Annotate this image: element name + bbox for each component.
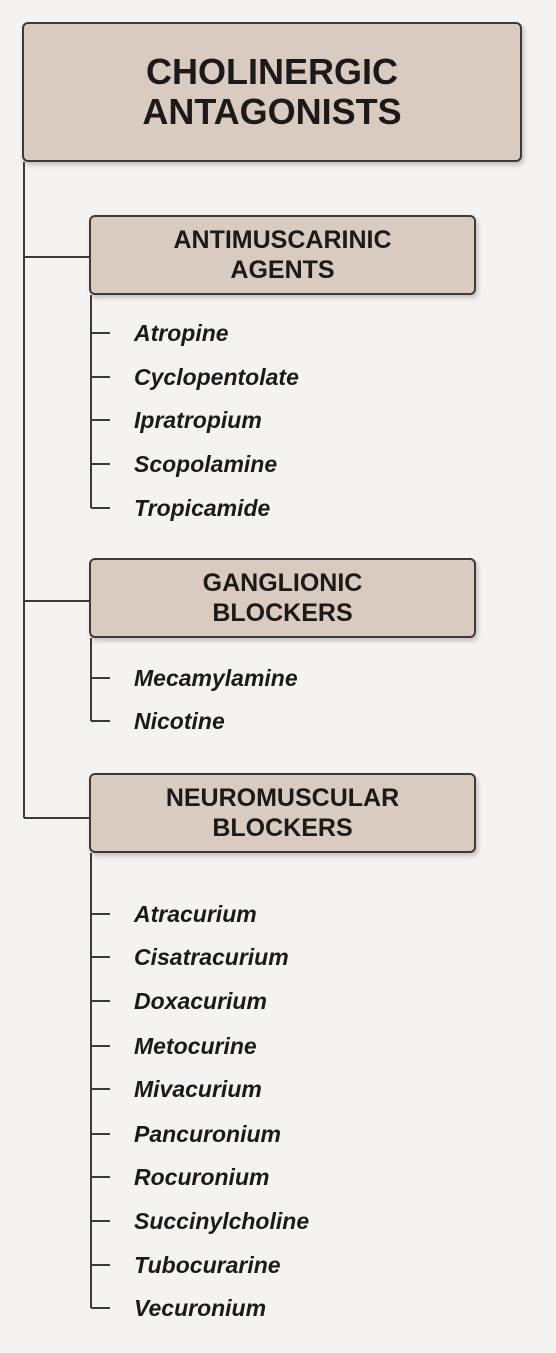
drug-item: Ipratropium xyxy=(134,407,262,433)
category-label-line-1: GANGLIONIC xyxy=(202,569,363,597)
category-box-neuromuscular: NEUROMUSCULAR BLOCKERS xyxy=(89,773,476,853)
category-label-line-1: NEUROMUSCULAR xyxy=(165,784,400,812)
drug-item: Cisatracurium xyxy=(134,944,289,970)
category-box-antimuscarinic: ANTIMUSCARINIC AGENTS xyxy=(89,215,476,295)
drug-item: Mecamylamine xyxy=(134,665,298,691)
drug-item: Atracurium xyxy=(134,901,257,927)
title-line-2: ANTAGONISTS xyxy=(142,91,402,132)
title-line-1: CHOLINERGIC xyxy=(146,51,398,92)
category-box-ganglionic: GANGLIONIC BLOCKERS xyxy=(89,558,476,638)
drug-item: Metocurine xyxy=(134,1033,257,1059)
drug-item: Pancuronium xyxy=(134,1121,281,1147)
drug-item: Vecuronium xyxy=(134,1295,267,1321)
drug-item: Scopolamine xyxy=(134,451,278,477)
drug-item: Doxacurium xyxy=(134,988,267,1014)
category-label-line-2: BLOCKERS xyxy=(212,814,353,842)
title-box: CHOLINERGIC ANTAGONISTS xyxy=(22,22,522,162)
category-label-line-2: BLOCKERS xyxy=(212,599,353,627)
drug-item: Mivacurium xyxy=(134,1076,262,1102)
drug-item: Cyclopentolate xyxy=(134,364,299,390)
drug-item: Succinylcholine xyxy=(134,1208,310,1234)
category-label-line-2: AGENTS xyxy=(230,256,335,284)
drug-item: Rocuronium xyxy=(134,1164,270,1190)
drug-item: Tubocurarine xyxy=(134,1252,281,1278)
drug-item: Nicotine xyxy=(134,708,225,734)
drug-item: Tropicamide xyxy=(134,495,271,521)
drug-item: Atropine xyxy=(134,320,229,346)
category-label-line-1: ANTIMUSCARINIC xyxy=(173,226,392,254)
